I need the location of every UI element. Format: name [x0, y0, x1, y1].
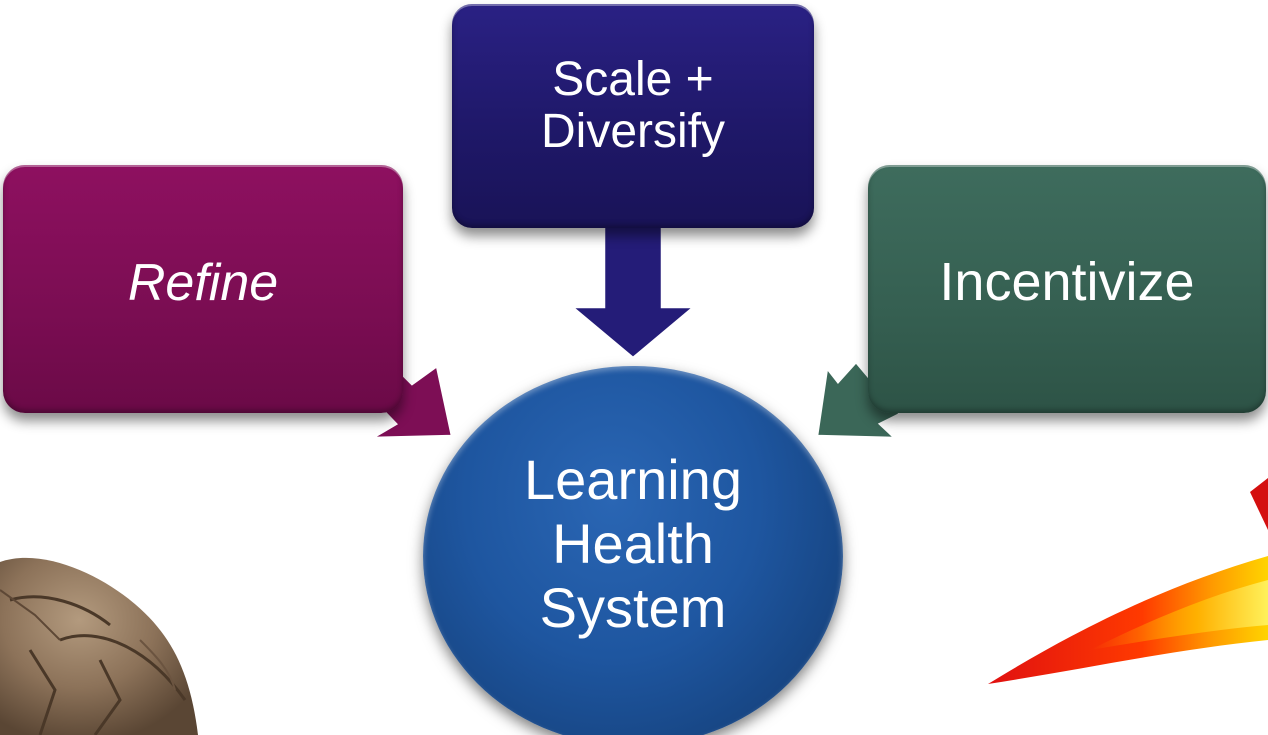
center-line-1: Learning	[524, 448, 742, 511]
arrow-incentivize-to-center	[815, 360, 902, 440]
rocket-flame-image	[988, 478, 1268, 684]
center-line-2: Health	[552, 512, 714, 575]
tortoise-image	[0, 557, 198, 735]
scale-line-2: Diversify	[540, 105, 725, 158]
incentivize-box: Incentivize	[868, 165, 1266, 413]
learning-health-system-circle: Learning Health System	[423, 366, 843, 735]
refine-box: Refine	[3, 165, 403, 413]
scale-line-1: Scale +	[552, 53, 714, 106]
scale-diversify-box: Scale + Diversify	[452, 4, 814, 228]
incentivize-label: Incentivize	[939, 252, 1195, 312]
refine-label: Refine	[127, 254, 279, 312]
arrow-scale-down	[568, 224, 698, 360]
center-line-3: System	[539, 576, 727, 639]
